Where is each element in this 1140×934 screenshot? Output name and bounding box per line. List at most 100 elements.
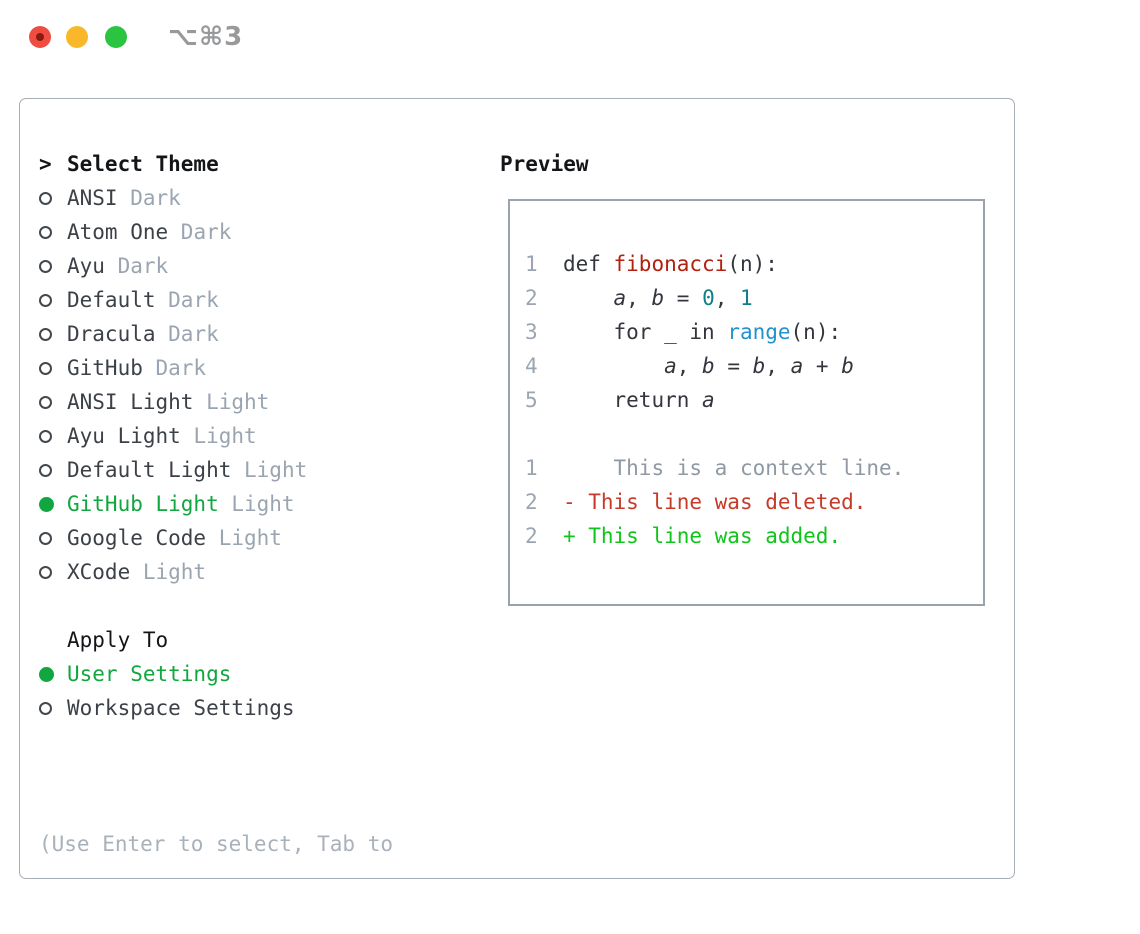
line-number: 2 bbox=[525, 286, 538, 310]
apply-option-user-settings[interactable]: User Settings bbox=[39, 657, 489, 691]
code-segment-var: b bbox=[752, 354, 766, 378]
radio-unselected-icon bbox=[39, 565, 52, 579]
code-segment-plain: (n): bbox=[727, 252, 778, 276]
spacer bbox=[39, 725, 489, 759]
apply-option-workspace-settings[interactable]: Workspace Settings bbox=[39, 691, 489, 725]
code-segment-plain: , bbox=[765, 354, 791, 378]
theme-variant: Dark bbox=[180, 220, 232, 244]
code-segment-plain: + bbox=[803, 354, 842, 378]
theme-variant: Light bbox=[218, 526, 282, 550]
apply-option-label: Workspace Settings bbox=[67, 696, 295, 720]
theme-name: ANSI Light bbox=[67, 390, 194, 414]
code-line: 1 def fibonacci(n): bbox=[525, 247, 973, 281]
apply-to-header: Apply To bbox=[67, 628, 169, 652]
theme-name: Ayu bbox=[67, 254, 105, 278]
theme-variant: Dark bbox=[117, 254, 169, 278]
hint-text: (Use Enter to select, Tab to change focu… bbox=[39, 759, 489, 934]
radio-selected-icon bbox=[39, 666, 54, 682]
radio-unselected-icon bbox=[39, 293, 52, 307]
code-segment-plain: , bbox=[714, 286, 741, 310]
prompt-caret-icon: > bbox=[39, 152, 52, 176]
theme-variant: Dark bbox=[168, 288, 219, 312]
code-segment-func: fibonacci bbox=[613, 252, 728, 276]
code-segment-var: b bbox=[841, 354, 854, 378]
hint-line: change focus) bbox=[39, 929, 489, 934]
theme-option-ayu[interactable]: Ayu Dark bbox=[39, 249, 489, 283]
theme-option-ansi[interactable]: ANSI Dark bbox=[39, 181, 489, 215]
code-line: 4 a, b = b, a + b bbox=[525, 349, 973, 383]
radio-unselected-icon bbox=[39, 701, 52, 715]
theme-variant: Light bbox=[142, 560, 207, 584]
code-line: 1 This is a context line. bbox=[525, 451, 973, 485]
theme-name: Dracula bbox=[67, 322, 156, 346]
theme-variant: Light bbox=[244, 458, 308, 482]
radio-unselected-icon bbox=[39, 531, 52, 545]
theme-option-ansi-light[interactable]: ANSI Light Light bbox=[39, 385, 489, 419]
code-segment-context: This is a context line. bbox=[537, 456, 905, 480]
close-button[interactable] bbox=[29, 26, 51, 48]
line-number: 3 bbox=[525, 320, 538, 344]
select-theme-header: Select Theme bbox=[67, 152, 219, 176]
code-segment-plain: = bbox=[664, 286, 703, 310]
theme-name: Google Code bbox=[67, 526, 207, 550]
minimize-button[interactable] bbox=[66, 26, 88, 48]
code-segment-plain: return bbox=[537, 388, 703, 412]
radio-unselected-icon bbox=[39, 225, 52, 239]
theme-option-default-light[interactable]: Default Light Light bbox=[39, 453, 489, 487]
code-line: 5 return a bbox=[525, 383, 973, 417]
code-segment-plain: def bbox=[537, 252, 614, 276]
theme-variant: Dark bbox=[130, 186, 181, 210]
code-line: 2 + This line was added. bbox=[525, 519, 973, 553]
code-segment-var: a bbox=[664, 354, 677, 378]
theme-option-google-code[interactable]: Google Code Light bbox=[39, 521, 489, 555]
apply-to-header-row: Apply To bbox=[39, 623, 489, 657]
select-theme-header-row: > Select Theme bbox=[39, 147, 489, 181]
code-segment-number: 1 bbox=[740, 286, 753, 310]
code-segment-plain: (n): bbox=[790, 320, 842, 344]
unsaved-dot-icon bbox=[36, 33, 44, 41]
code-segment-var: a bbox=[702, 388, 715, 412]
window-title-shortcut: ⌥⌘3 bbox=[168, 22, 244, 52]
code-segment-plain bbox=[538, 281, 614, 315]
title-bar: ⌥⌘3 bbox=[0, 0, 1140, 75]
theme-variant: Light bbox=[193, 424, 257, 448]
theme-name: ANSI bbox=[67, 186, 118, 210]
line-number: 2 bbox=[525, 524, 538, 548]
radio-unselected-icon bbox=[39, 463, 52, 477]
radio-unselected-icon bbox=[39, 191, 52, 205]
line-number: 2 bbox=[525, 490, 538, 514]
theme-option-dracula[interactable]: Dracula Dark bbox=[39, 317, 489, 351]
hint-line: (Use Enter to select, Tab to bbox=[39, 832, 394, 856]
line-number: 5 bbox=[525, 388, 538, 412]
theme-variant: Dark bbox=[155, 356, 207, 380]
code-segment-plain: = bbox=[714, 354, 753, 378]
radio-unselected-icon bbox=[39, 395, 52, 409]
preview-header: Preview bbox=[500, 152, 589, 176]
spacer bbox=[39, 589, 489, 623]
code-segment-deleted: - This line was deleted. bbox=[537, 490, 867, 514]
radio-unselected-icon bbox=[39, 361, 52, 375]
radio-unselected-icon bbox=[39, 327, 52, 341]
maximize-button[interactable] bbox=[105, 26, 127, 48]
code-segment-plain: , bbox=[626, 286, 652, 310]
line-number: 4 bbox=[525, 354, 538, 378]
apply-option-label: User Settings bbox=[67, 662, 232, 686]
theme-variant: Light bbox=[206, 390, 270, 414]
theme-variant: Dark bbox=[168, 322, 219, 346]
code-segment-number: 0 bbox=[702, 286, 715, 310]
line-number: 1 bbox=[525, 456, 538, 480]
theme-name: Default Light bbox=[67, 458, 232, 482]
code-segment-plain bbox=[538, 349, 664, 383]
